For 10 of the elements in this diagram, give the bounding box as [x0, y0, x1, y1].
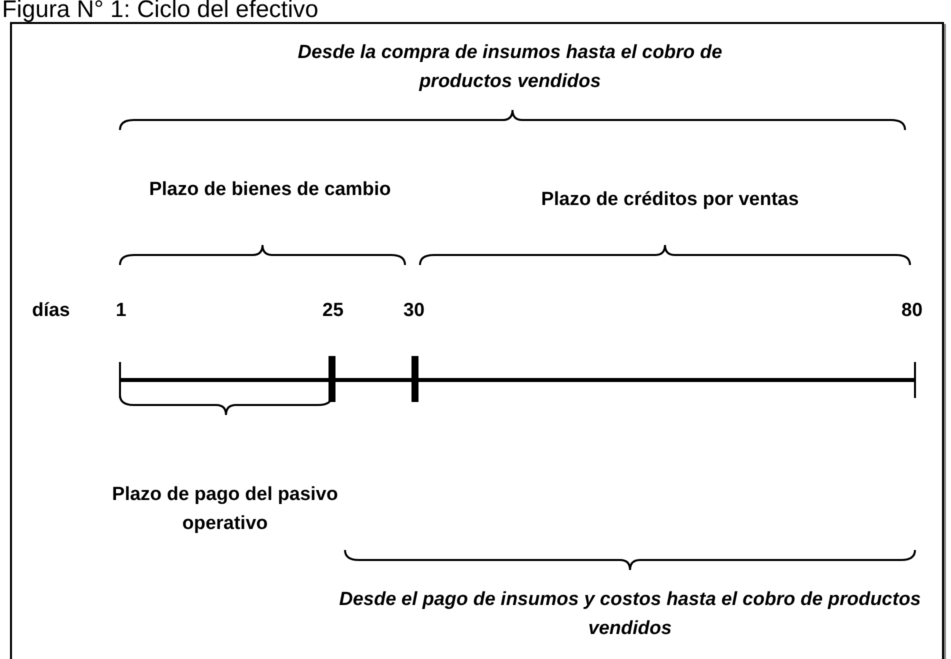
tick-number: 1	[114, 299, 128, 323]
range-caption: Desde el pago de insumos y costos hasta el cobro de productos vendidos	[338, 588, 922, 641]
range-caption: Desde la compra de insumos hasta el cobro de productos vendidos	[296, 41, 724, 94]
tick-number: 80	[900, 299, 924, 323]
tick-number: 30	[402, 299, 426, 323]
tick-number: 25	[321, 299, 345, 323]
period-label: Plazo de bienes de cambio	[148, 178, 392, 202]
period-label: Plazo de pago del pasivo operativo	[111, 483, 339, 536]
axis-label: días	[30, 299, 72, 323]
period-label: Plazo de créditos por ventas	[540, 188, 800, 212]
